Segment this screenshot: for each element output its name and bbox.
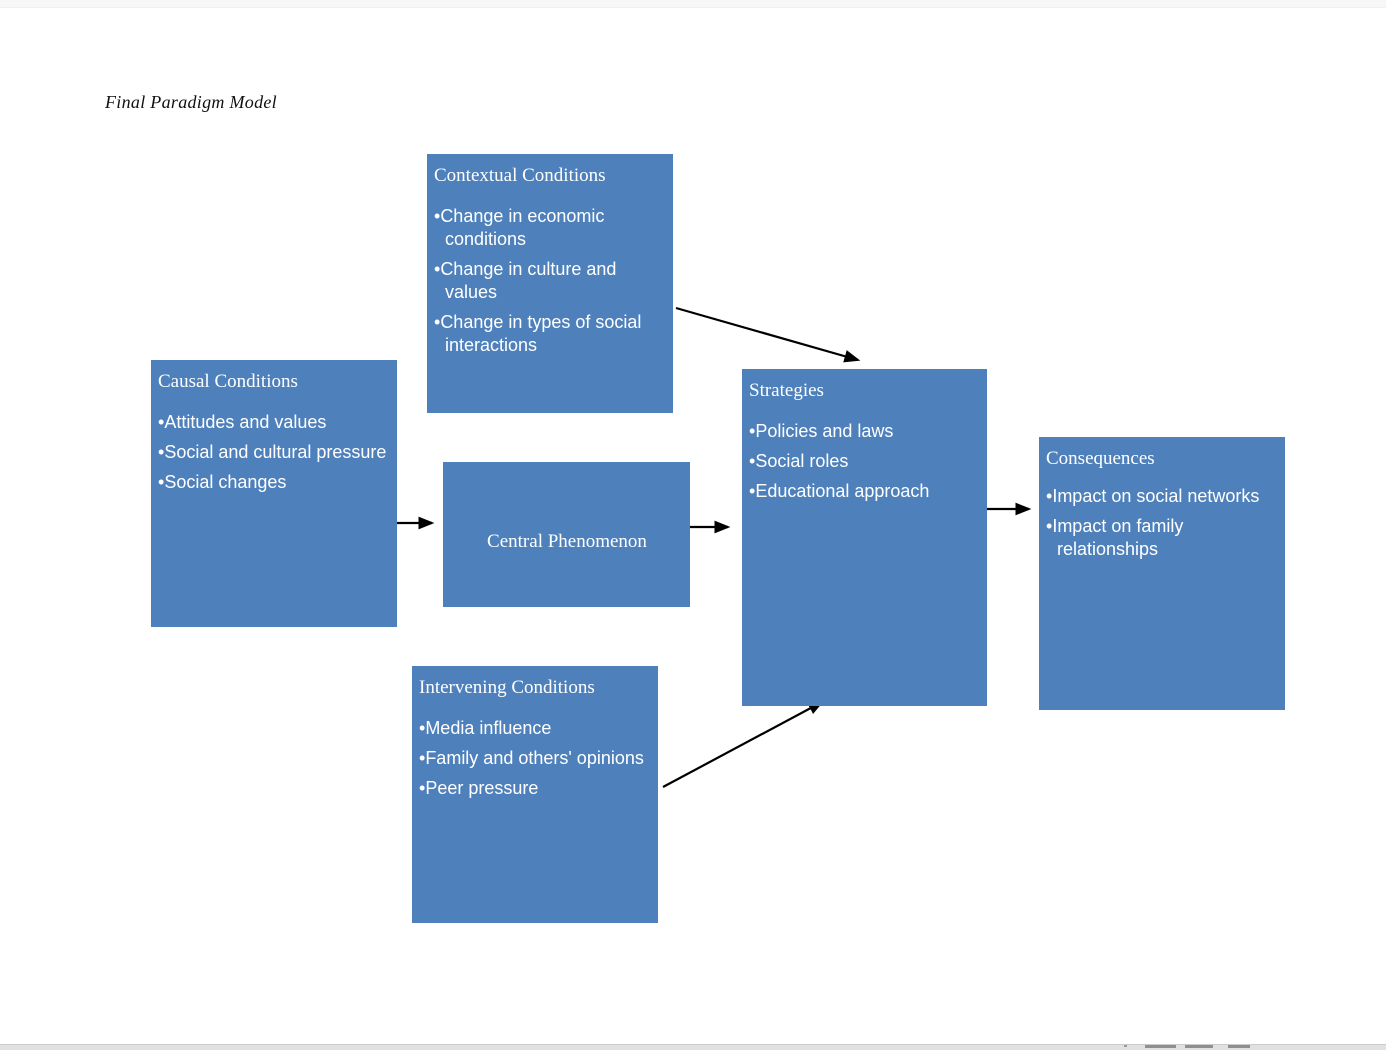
- window-top-edge: [0, 0, 1386, 8]
- node-consequences: Consequences Impact on social networksIm…: [1039, 437, 1285, 710]
- bullet-item: Educational approach: [749, 480, 981, 503]
- bullet-item: Change in culture and values: [434, 258, 667, 304]
- node-title: Strategies: [749, 380, 824, 401]
- node-strategies: Strategies Policies and lawsSocial roles…: [742, 369, 987, 706]
- node-central-phenomenon: Central Phenomenon: [443, 462, 690, 607]
- taskbar-hint-dash: [1145, 1045, 1176, 1048]
- node-title: Central Phenomenon: [487, 530, 647, 552]
- bullet-item: Peer pressure: [419, 777, 652, 800]
- node-title: Causal Conditions: [158, 371, 298, 392]
- taskbar-hint-dash: [1228, 1045, 1250, 1048]
- bullet-list: Attitudes and valuesSocial and cultural …: [158, 411, 391, 494]
- bullet-item: Impact on social networks: [1046, 485, 1279, 508]
- bullet-item: Family and others' opinions: [419, 747, 652, 770]
- node-title: Consequences: [1046, 448, 1155, 469]
- node-title: Intervening Conditions: [419, 677, 595, 698]
- bullet-item: Policies and laws: [749, 420, 981, 443]
- taskbar-hint-dash: [1185, 1045, 1213, 1048]
- bullet-item: Impact on family relationships: [1046, 515, 1279, 561]
- bullet-item: Social changes: [158, 471, 391, 494]
- bullet-list: Media influenceFamily and others' opinio…: [419, 717, 652, 800]
- taskbar-top-edge: [0, 1044, 1386, 1050]
- taskbar-hint-dot: [1124, 1045, 1127, 1047]
- node-intervening-conditions: Intervening Conditions Media influenceFa…: [412, 666, 658, 923]
- arrow-intervening-to-strategies: [662, 700, 825, 788]
- node-contextual-conditions: Contextual Conditions Change in economic…: [427, 154, 673, 413]
- node-title: Contextual Conditions: [434, 165, 606, 186]
- figure-title: Final Paradigm Model: [105, 92, 277, 112]
- bullet-item: Attitudes and values: [158, 411, 391, 434]
- node-causal-conditions: Causal Conditions Attitudes and valuesSo…: [151, 360, 397, 627]
- bullet-item: Change in economic conditions: [434, 205, 667, 251]
- bullet-list: Policies and lawsSocial rolesEducational…: [749, 420, 981, 503]
- bullet-list: Change in economic conditionsChange in c…: [434, 205, 667, 357]
- bullet-item: Social and cultural pressure: [158, 441, 391, 464]
- arrow-contextual-to-strategies: [675, 306, 861, 363]
- bullet-item: Change in types of social interactions: [434, 311, 667, 357]
- bullet-list: Impact on social networksImpact on famil…: [1046, 485, 1279, 561]
- bullet-item: Media influence: [419, 717, 652, 740]
- bullet-item: Social roles: [749, 450, 981, 473]
